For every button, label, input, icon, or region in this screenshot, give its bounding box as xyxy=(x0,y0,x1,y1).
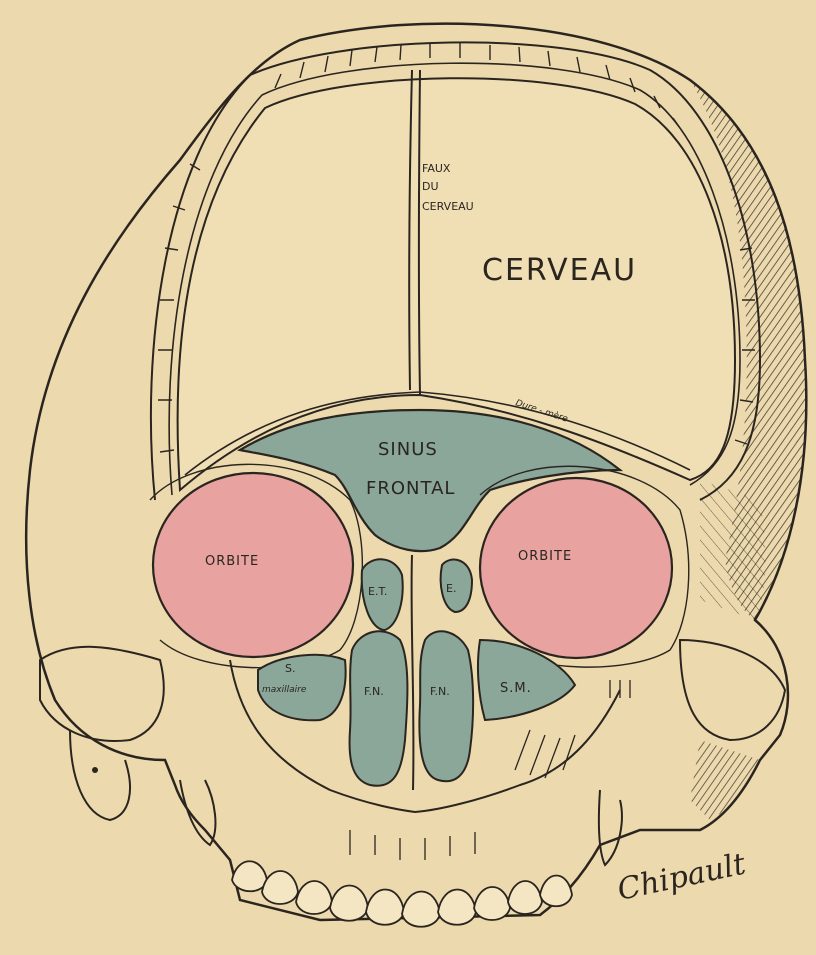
label-ethmoid-left: E.T. xyxy=(368,585,387,598)
label-sm-right: S.M. xyxy=(500,681,532,696)
nasal-fossa-right xyxy=(419,631,473,781)
styloid-right xyxy=(599,790,622,865)
label-orbite-right: ORBITE xyxy=(518,549,572,564)
orbit-right xyxy=(480,478,672,658)
nasal-fossa-left xyxy=(350,631,408,785)
label-cerveau: CERVEAU xyxy=(482,253,637,288)
teeth-row xyxy=(232,861,572,927)
label-fn-right: F.N. xyxy=(430,685,450,698)
skull-shading-cheek xyxy=(700,480,765,620)
label-sinus-max-s: S. xyxy=(285,662,295,675)
label-faux-line2: DU xyxy=(422,180,439,193)
artist-signature: Chipault xyxy=(614,846,749,907)
mastoid-dot xyxy=(92,767,98,773)
label-sinus: SINUS xyxy=(378,439,438,460)
cheekbone-left xyxy=(40,647,164,741)
label-frontal: FRONTAL xyxy=(366,478,455,499)
label-orbite-left: ORBITE xyxy=(205,554,259,569)
cheekbone-right xyxy=(680,640,785,740)
label-fn-left: F.N. xyxy=(364,685,384,698)
label-faux-line3: CERVEAU xyxy=(422,200,474,213)
label-sinus-max-word: maxillaire xyxy=(262,685,307,695)
label-ethmoid-right: E. xyxy=(446,582,456,595)
label-faux-line1: FAUX xyxy=(422,162,451,175)
nasal-septum xyxy=(412,555,414,790)
